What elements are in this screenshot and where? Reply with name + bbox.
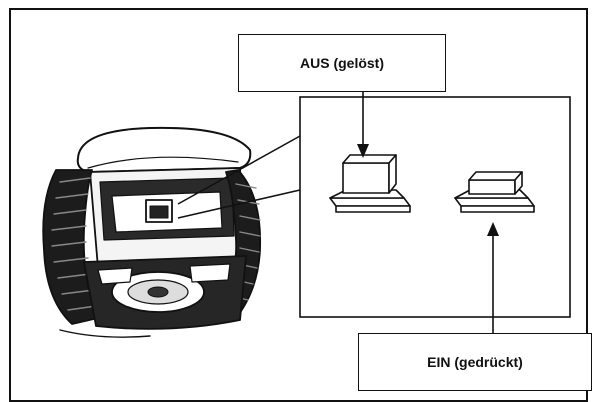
label-off-released: AUS (gelöst)	[238, 34, 446, 92]
outer-frame	[9, 8, 588, 402]
switch-off-released	[329, 154, 411, 213]
arrow-to-off-switch	[357, 92, 369, 158]
label-on-pressed: EIN (gedrückt)	[358, 333, 592, 391]
callout-line-lower	[177, 189, 301, 219]
robot-mower-illustration	[42, 126, 262, 338]
callout-line-upper	[177, 135, 301, 205]
switch-on-pressed	[454, 171, 535, 213]
arrow-to-on-switch	[487, 222, 499, 333]
